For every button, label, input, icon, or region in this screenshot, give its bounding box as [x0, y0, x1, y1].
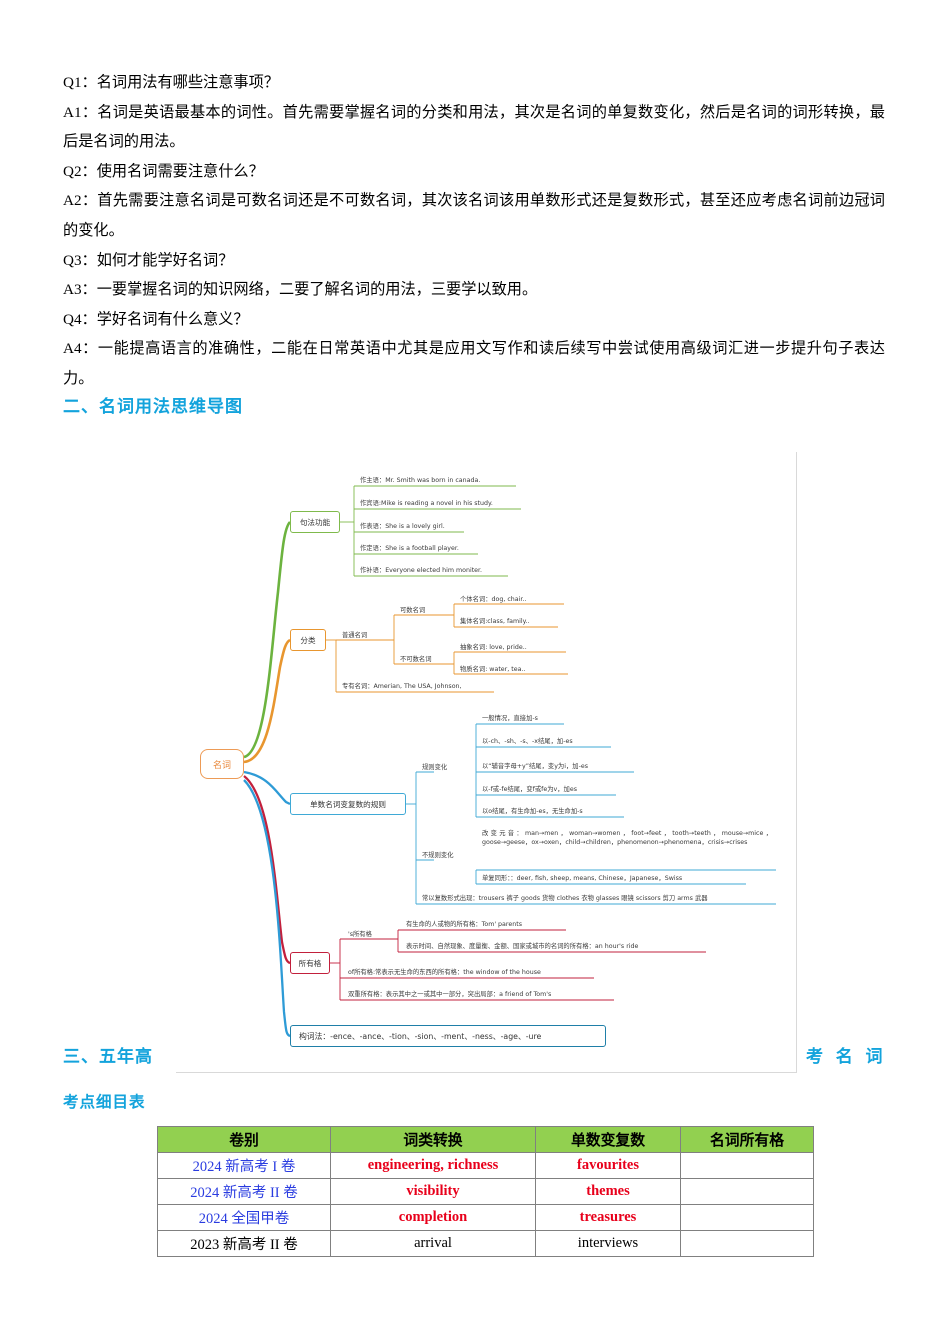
- mindmap-leaf: 以o结尾，有生命加-es，无生命加-s: [482, 808, 583, 815]
- mindmap-leaf-common-noun: 普通名词: [342, 632, 368, 639]
- section-heading-3-left: 三、五年高: [63, 1047, 153, 1066]
- mindmap-node-classification: 分类: [290, 629, 326, 651]
- mindmap-leaf-proper-noun: 专有名词：Amerian, The USA, Johnson,: [342, 683, 462, 690]
- mindmap-leaf: 抽象名词: love, pride..: [460, 644, 527, 651]
- mindmap-leaf: 集体名词:class, family..: [460, 618, 530, 625]
- mindmap-leaf-countable: 可数名词: [400, 607, 426, 614]
- exam-points-table: 卷别 词类转换 单数变复数 名词所有格 2024 新高考 I 卷 enginee…: [157, 1126, 814, 1257]
- mindmap-leaf-double-possessive: 双重所有格：表示其中之一或其中一部分，突出局部：a friend of Tom'…: [348, 991, 552, 998]
- qa-line: Q4：学好名词有什么意义？: [63, 310, 249, 328]
- qa-line: A4：一能提高语言的准确性，二能在日常英语中尤其是应用文写作和读后续写中尝试使用…: [63, 340, 885, 387]
- mindmap-leaf: 单复同形：：deer, fish, sheep, means, Chinese，…: [482, 875, 683, 882]
- table-cell-plural: themes: [535, 1178, 681, 1205]
- qa-line: Q1：名词用法有哪些注意事项？: [63, 74, 279, 91]
- qa-line: Q2：使用名词需要注意什么？: [63, 162, 264, 180]
- table-row: 2023 新高考 II 卷 arrival interviews: [157, 1230, 814, 1257]
- mindmap-leaf: 个体名词：dog, chair..: [460, 596, 527, 603]
- mindmap-leaf: 一般情况，直接加-s: [482, 715, 538, 722]
- table-cell-possessive: [680, 1204, 814, 1231]
- table-header-cell: 名词所有格: [680, 1126, 814, 1153]
- section-heading-3-right: 考 名 词: [806, 1047, 887, 1066]
- table-row: 2024 新高考 II 卷 visibility themes: [157, 1178, 814, 1205]
- mindmap-leaf-regular: 规则变化: [422, 764, 448, 771]
- mindmap-leaf-always-plural: 常以复数形式出现：trousers 裤子 goods 货物 clothes 衣物…: [422, 895, 708, 902]
- table-cell-volume: 2024 全国甲卷: [157, 1204, 331, 1231]
- section-heading-2: 二、名词用法思维导图: [63, 397, 243, 416]
- table-cell-possessive: [680, 1152, 814, 1179]
- mindmap-leaf: 作定语：She is a football player.: [360, 545, 459, 552]
- mindmap-leaf: 作表语：She is a lovely girl.: [360, 523, 445, 530]
- mindmap-image: 名词 句法功能 作主语：Mr. Smith was born in canada…: [176, 452, 797, 1073]
- table-header-cell: 词类转换: [330, 1126, 536, 1153]
- table-header-row: 卷别 词类转换 单数变复数 名词所有格: [157, 1126, 814, 1153]
- mindmap-leaf: 作宾语:Mike is reading a novel in his study…: [360, 500, 493, 507]
- mindmap-leaf: 以-ch、-sh、-s、-x结尾，加-es: [482, 738, 573, 745]
- mindmap-leaf: 以“辅音字母+y”结尾，变y为i，加-es: [482, 763, 588, 770]
- subheading-exam-points: 考点细目表: [63, 1094, 146, 1111]
- table-cell-plural: interviews: [535, 1230, 681, 1257]
- mindmap-node-plural-rules: 单数名词变复数的规则: [290, 793, 406, 815]
- mindmap-node-word-formation: 构词法：-ence、-ance、-tion、-sion、-ment、-ness、…: [290, 1025, 606, 1047]
- table-header-cell: 单数变复数: [535, 1126, 681, 1153]
- mindmap-leaf: 有生命的人或物的所有格：Tom' parents: [406, 921, 522, 928]
- table-cell-volume: 2024 新高考 II 卷: [157, 1178, 331, 1205]
- qa-line: A2：首先需要注意名词是可数名词还是不可数名词，其次该名词该用单数形式还是复数形…: [63, 192, 885, 239]
- table-cell-volume: 2023 新高考 II 卷: [157, 1230, 331, 1257]
- mindmap-leaf-s-possessive: 's所有格: [348, 931, 372, 938]
- mindmap-leaf: 改变元音：man→men，woman→women，foot→feet，tooth…: [482, 830, 772, 846]
- mindmap-leaf: 物质名词: water, tea..: [460, 666, 526, 673]
- qa-line: Q3：如何才能学好名词？: [63, 251, 234, 269]
- qa-block: Q1：名词用法有哪些注意事项？ A1：名词是英语最基本的词性。首先需要掌握名词的…: [63, 68, 885, 394]
- table-cell-conversion: visibility: [330, 1178, 536, 1205]
- table-cell-conversion: arrival: [330, 1230, 536, 1257]
- mindmap-leaf-uncountable: 不可数名词: [400, 656, 432, 663]
- mindmap-connectors: [243, 485, 776, 1038]
- table-cell-conversion: completion: [330, 1204, 536, 1231]
- qa-line: A1：名词是英语最基本的词性。首先需要掌握名词的分类和用法，其次是名词的单复数变…: [63, 103, 885, 151]
- qa-line: A3：一要掌握名词的知识网络，二要了解名词的用法，三要学以致用。: [63, 281, 538, 299]
- mindmap-leaf: 以-f或-fe结尾，变f或fe为v，加es: [482, 786, 578, 793]
- mindmap-node-possessive: 所有格: [290, 952, 330, 974]
- table-cell-plural: favourites: [535, 1152, 681, 1179]
- mindmap-center-node: 名词: [200, 749, 244, 779]
- mindmap-node-syntax: 句法功能: [290, 511, 340, 533]
- table-cell-possessive: [680, 1178, 814, 1205]
- mindmap-leaf-irregular: 不规则变化: [422, 852, 454, 859]
- table-cell-plural: treasures: [535, 1204, 681, 1231]
- table-cell-conversion: engineering, richness: [330, 1152, 536, 1179]
- mindmap-leaf-of-possessive: of所有格:常表示无生命的东西的所有格：the window of the ho…: [348, 969, 541, 976]
- table-row: 2024 新高考 I 卷 engineering, richness favou…: [157, 1152, 814, 1179]
- mindmap-leaf: 作主语：Mr. Smith was born in canada.: [360, 477, 481, 484]
- table-header-cell: 卷别: [157, 1126, 331, 1153]
- table-cell-possessive: [680, 1230, 814, 1257]
- mindmap-leaf: 作补语：Everyone elected him moniter.: [360, 567, 483, 574]
- table-row: 2024 全国甲卷 completion treasures: [157, 1204, 814, 1231]
- table-cell-volume: 2024 新高考 I 卷: [157, 1152, 331, 1179]
- mindmap-leaf: 表示时间、自然现象、度量衡、金额、国家或城市的名词的所有格：an hour's …: [406, 943, 639, 950]
